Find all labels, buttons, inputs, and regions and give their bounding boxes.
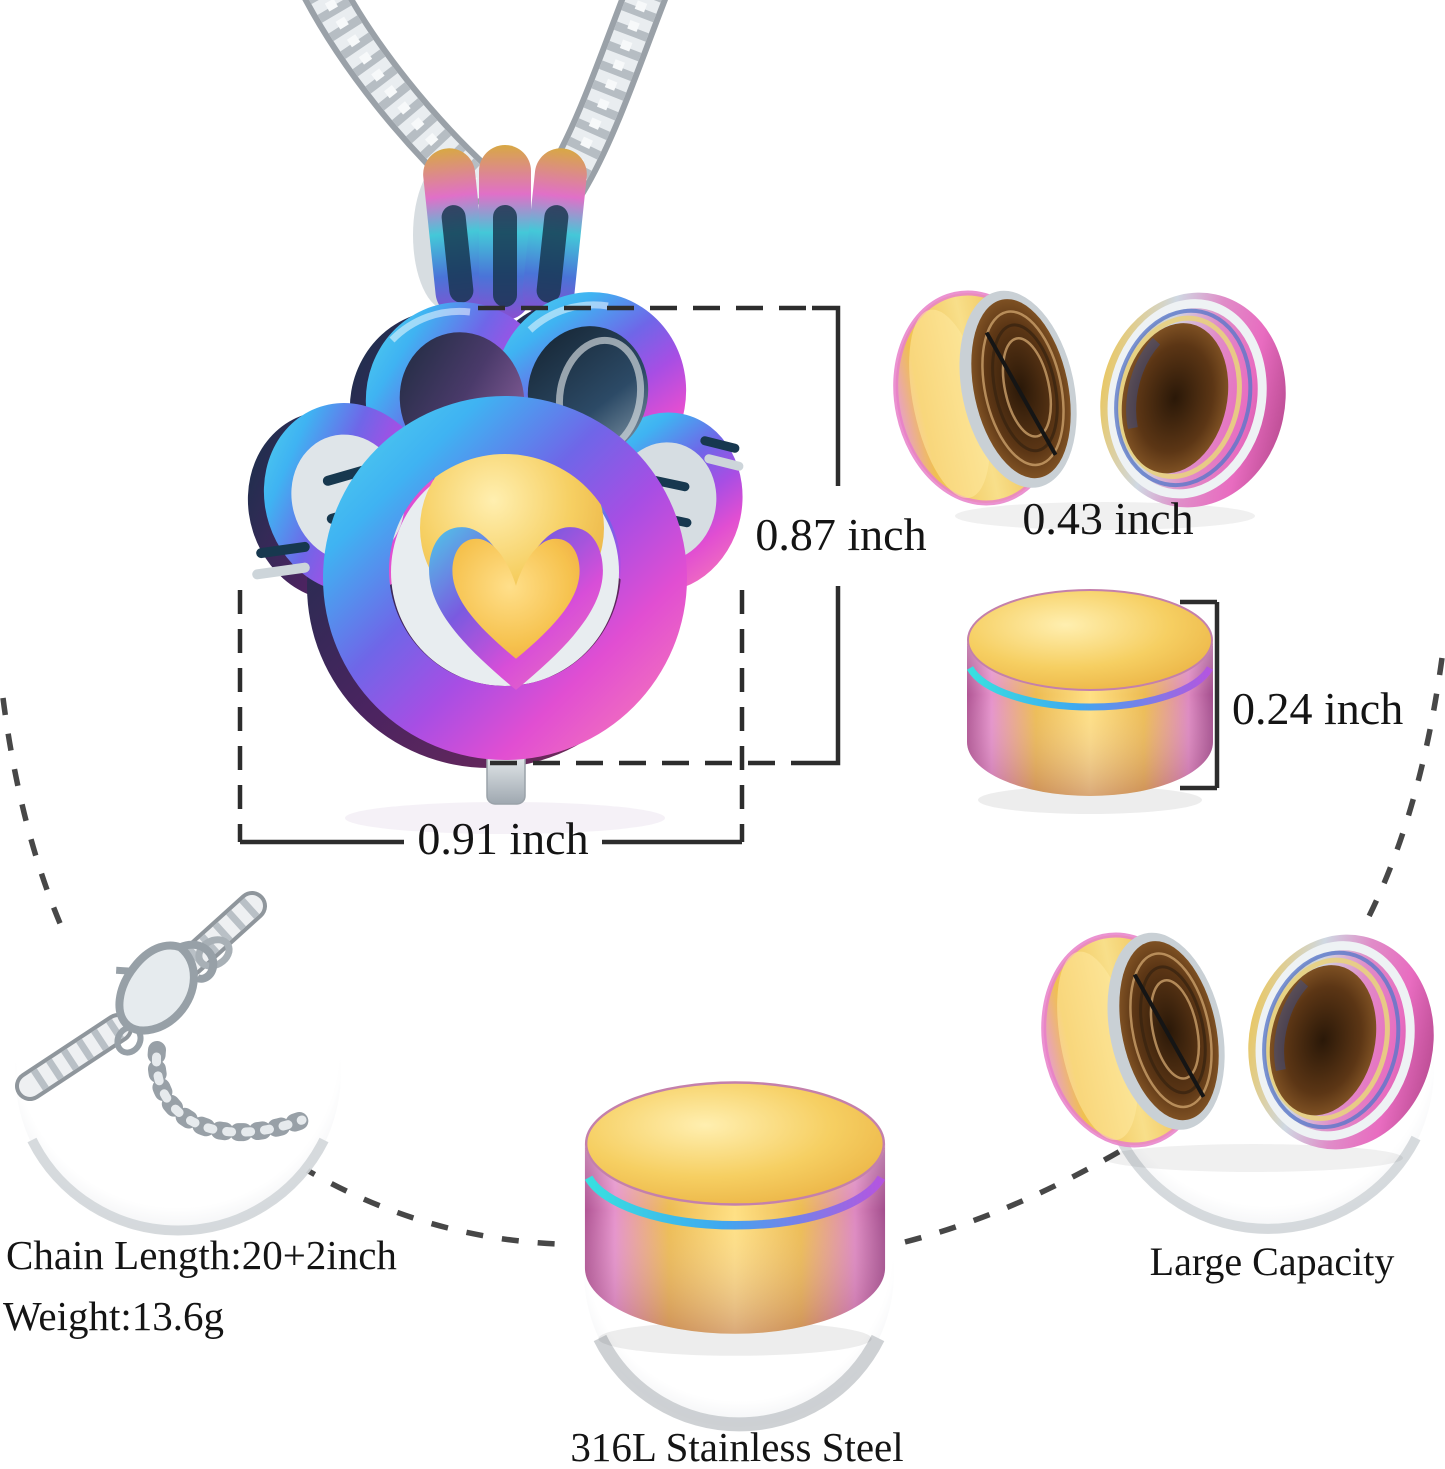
height-bracket-bottom [812,586,841,766]
pendant-bail [413,145,587,320]
lid-right-bowl [1100,292,1286,508]
pendant-reflection [345,802,665,834]
container-height-label: 0.24 inch [1232,683,1403,734]
closed-container [966,589,1214,814]
weight-caption: Weight:13.6g [3,1293,224,1339]
heart-gold-inlay [452,538,580,659]
box-chain-lower [15,1013,133,1101]
extender-chain [147,1041,311,1142]
material-caption: 316L Stainless Steel [570,1424,903,1469]
vignette-shadow-arc [593,1334,885,1432]
container-lid-top [967,589,1213,691]
vignette-shadow-arc [1115,1135,1421,1234]
paw-pad-ring [323,396,687,760]
large-closed-container [585,1083,885,1356]
chain-length-caption: Chain Length:20+2inch [6,1232,397,1278]
container-shadow [978,786,1202,814]
connector-right [1359,657,1445,932]
dimension-annotations [237,305,1220,845]
container-seam [966,666,1214,711]
cage-edge-stripes [252,436,744,580]
pendant-width-label: 0.91 inch [417,813,588,864]
capacity-caption: Large Capacity [1150,1239,1395,1284]
material-vignette [584,1083,894,1432]
pendant-height-label: 0.87 inch [755,509,926,560]
connector-center-right [904,1147,1124,1245]
toe-gloss [389,307,471,343]
clasp-vignette [15,891,341,1236]
lobster-clasp [114,936,233,1056]
lids-shadow [955,502,1255,530]
connector-curves [0,657,1445,1247]
open-lids-pair [893,290,1286,530]
vignette-circle [15,909,341,1235]
lid-left-cup [893,290,1077,506]
lid-width-label: 0.43 inch [1022,493,1193,544]
vignette-shadow-arc [27,1137,329,1236]
height-bracket-top [812,305,841,486]
paw-pendant [247,292,744,805]
capacity-vignette [1025,902,1445,1234]
